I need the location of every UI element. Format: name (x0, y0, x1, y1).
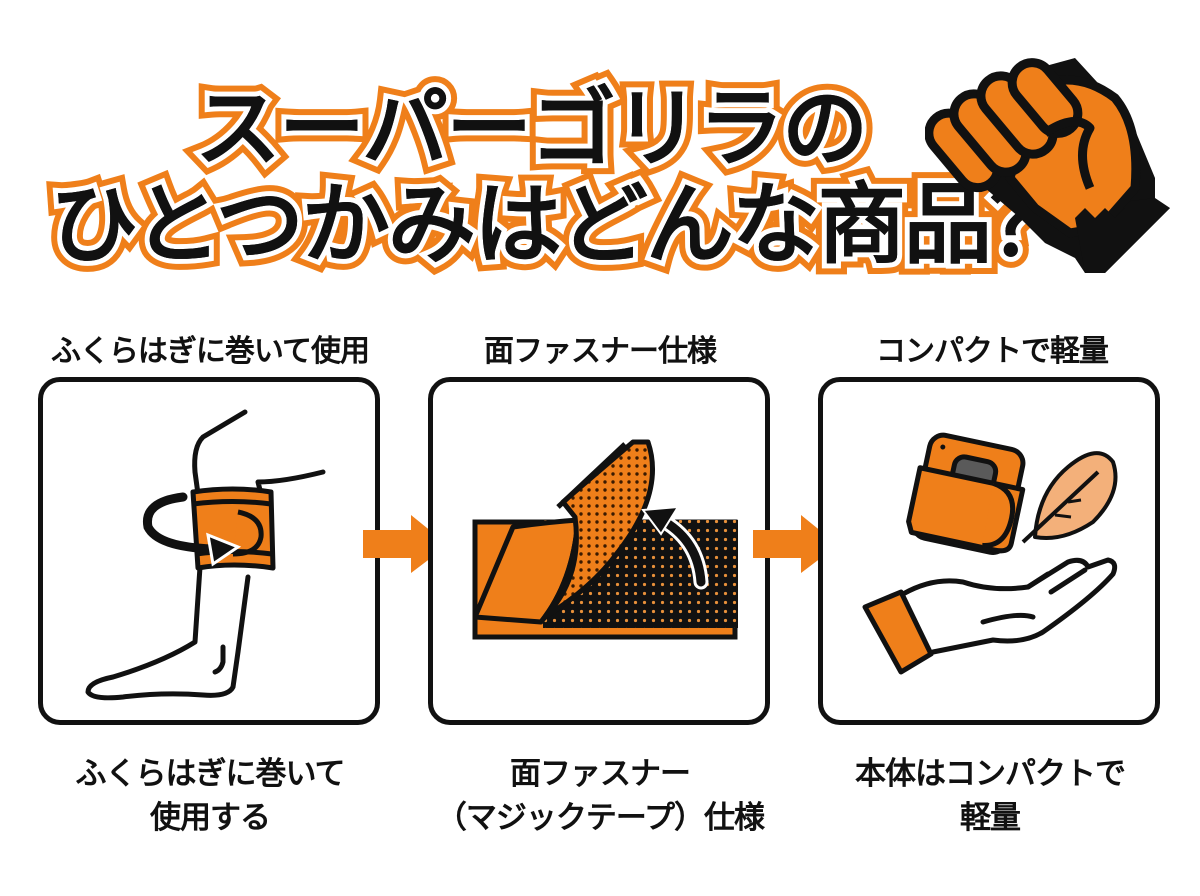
title-line-1: スーパーゴリラの スーパーゴリラの スーパーゴリラの (184, 68, 879, 190)
title-banner: スーパーゴリラの スーパーゴリラの スーパーゴリラの ひとつかみはどんな商品？ … (0, 52, 1200, 287)
feature-caption-1: ふくらはぎに巻いて 使用する (75, 756, 345, 836)
arrow-right-icon (363, 515, 448, 573)
feature-caption-3: 本体はコンパクトで 軽量 (855, 756, 1126, 836)
leg-wrap-icon (85, 409, 326, 701)
feature-heading-3: コンパクトで軽量 (876, 334, 1109, 369)
feature-panel-leg (38, 377, 380, 725)
feature-panel-velcro (428, 377, 770, 725)
title-line-2: ひとつかみはどんな商品？ ひとつかみはどんな商品？ ひとつかみはどんな商品？ (39, 162, 1089, 287)
hand-device-feather-icon (862, 432, 1118, 675)
feature-heading-1: ふくらはぎに巻いて使用 (50, 334, 370, 369)
feature-heading-2: 面ファスナー仕様 (484, 334, 717, 369)
arrow-right-icon (753, 515, 838, 573)
fist-icon (925, 58, 1170, 273)
hook-and-loop-icon (472, 439, 738, 640)
feature-panel-compact (818, 377, 1160, 725)
feature-caption-2: 面ファスナー （マジックテープ）仕様 (435, 756, 765, 836)
